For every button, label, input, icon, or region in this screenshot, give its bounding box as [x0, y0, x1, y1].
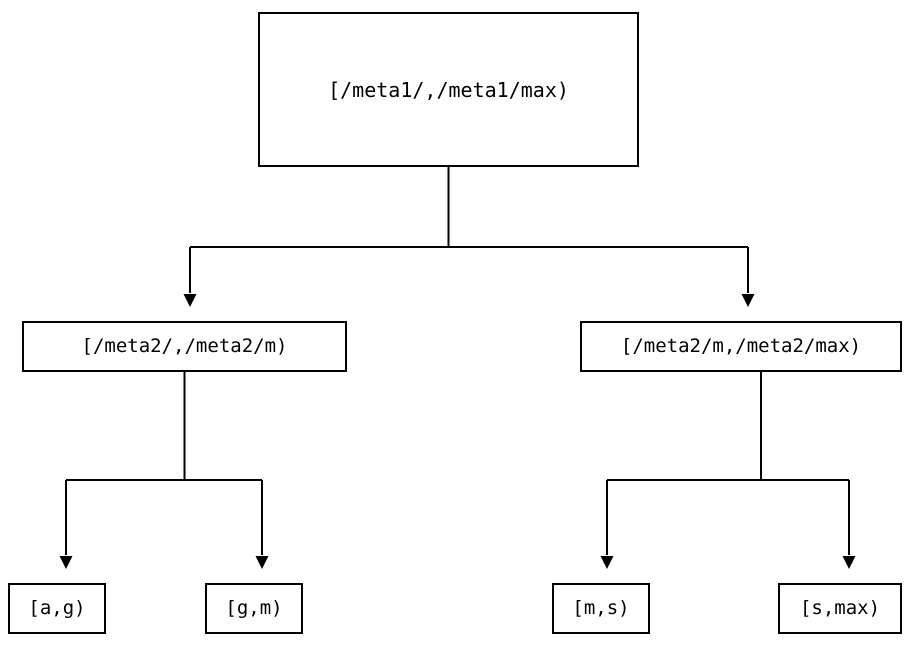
- edge-meta2-low-to-leaf-a-g: [59, 372, 186, 569]
- tree-node-leaf-m-s-label: [m,s): [572, 597, 630, 619]
- tree-node-meta2-high[interactable]: [/meta2/m,/meta2/max): [580, 321, 902, 372]
- edge-root-to-meta2-high: [448, 246, 755, 307]
- tree-node-leaf-g-m[interactable]: [g,m): [205, 583, 303, 634]
- tree-node-meta2-low[interactable]: [/meta2/,/meta2/m): [22, 321, 347, 372]
- tree-node-root-label: [/meta1/,/meta1/max): [328, 77, 569, 102]
- tree-node-leaf-a-g-label: [a,g): [28, 597, 86, 619]
- edge-meta2-high-to-leaf-m-s: [600, 372, 762, 569]
- tree-node-leaf-a-g[interactable]: [a,g): [8, 583, 106, 634]
- tree-node-meta2-low-label: [/meta2/,/meta2/m): [81, 335, 288, 357]
- tree-node-leaf-m-s[interactable]: [m,s): [552, 583, 650, 634]
- edge-meta2-high-to-leaf-s-max: [761, 479, 856, 569]
- tree-node-meta2-high-label: [/meta2/m,/meta2/max): [620, 335, 862, 357]
- edge-root-to-meta2-low: [183, 167, 450, 307]
- edge-meta2-low-to-leaf-g-m: [184, 479, 269, 569]
- tree-node-root[interactable]: [/meta1/,/meta1/max): [258, 12, 639, 167]
- tree-node-leaf-g-m-label: [g,m): [225, 597, 283, 619]
- tree-node-leaf-s-max[interactable]: [s,max): [778, 583, 902, 634]
- tree-node-leaf-s-max-label: [s,max): [799, 597, 881, 619]
